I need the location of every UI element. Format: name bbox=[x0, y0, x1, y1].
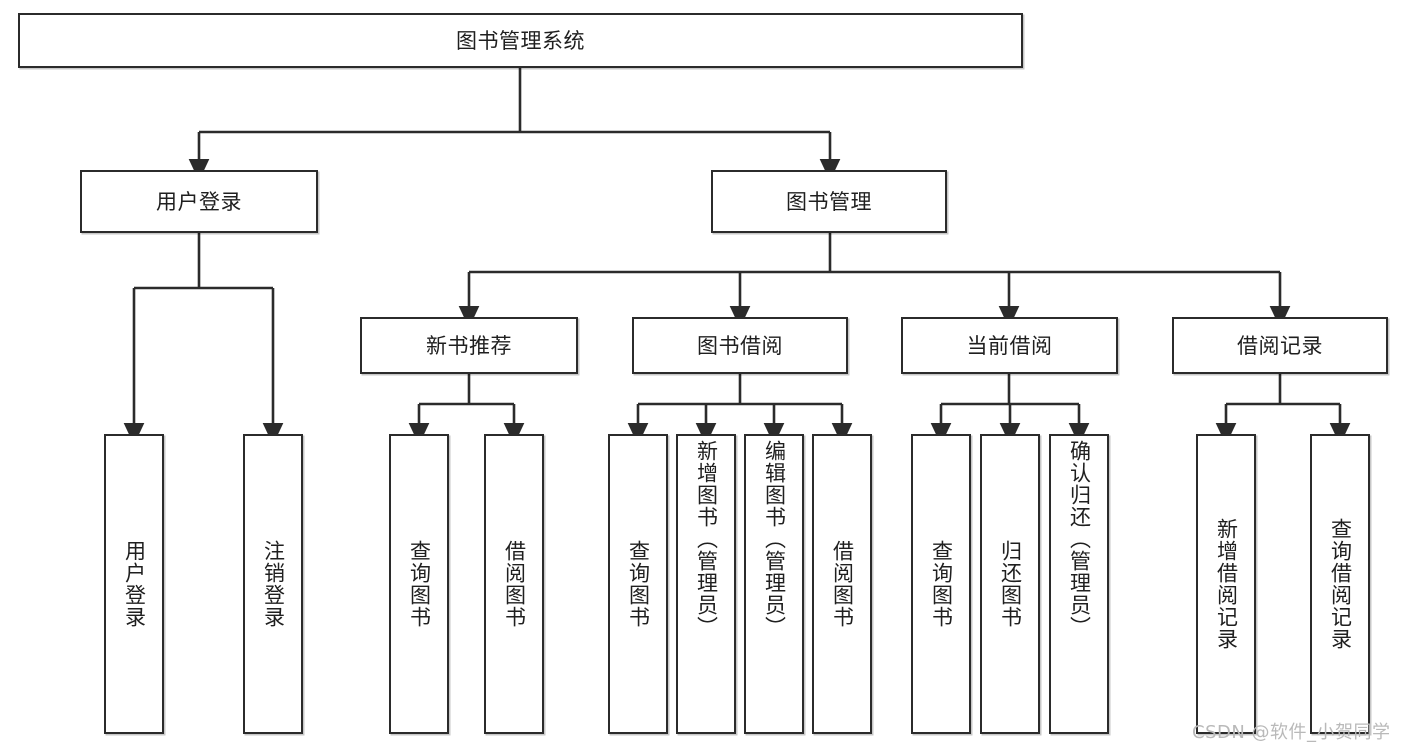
leaf-confirm-return-admin-label: 确认归还（管理员） bbox=[1067, 440, 1092, 638]
leaf-borrow-book-newbook[interactable]: 借阅图书 bbox=[484, 434, 544, 734]
leaf-return-book-label: 归还图书 bbox=[998, 540, 1023, 628]
leaf-user-login-label: 用户登录 bbox=[122, 540, 147, 628]
node-book-borrow-label: 图书借阅 bbox=[697, 333, 783, 358]
node-root-label: 图书管理系统 bbox=[456, 28, 585, 53]
leaf-query-book-newbook-label: 查询图书 bbox=[407, 540, 432, 628]
leaf-add-book-admin-label: 新增图书（管理员） bbox=[694, 440, 719, 638]
leaf-query-book-current[interactable]: 查询图书 bbox=[911, 434, 971, 734]
leaf-borrow-book-newbook-label: 借阅图书 bbox=[502, 540, 527, 628]
node-new-book-recommend-label: 新书推荐 bbox=[426, 333, 512, 358]
node-borrow-records[interactable]: 借阅记录 bbox=[1172, 317, 1388, 374]
node-user-login-label: 用户登录 bbox=[156, 189, 242, 214]
node-book-borrow[interactable]: 图书借阅 bbox=[632, 317, 848, 374]
leaf-borrow-book-borrow-label: 借阅图书 bbox=[830, 540, 855, 628]
leaf-edit-book-admin-label: 编辑图书（管理员） bbox=[762, 440, 787, 638]
leaf-query-book-borrow-label: 查询图书 bbox=[626, 540, 651, 628]
leaf-query-book-borrow[interactable]: 查询图书 bbox=[608, 434, 668, 734]
node-new-book-recommend[interactable]: 新书推荐 bbox=[360, 317, 578, 374]
leaf-user-login-wrap: 用户登录 bbox=[106, 540, 162, 628]
leaf-return-book-wrap: 归还图书 bbox=[982, 540, 1038, 628]
leaf-query-book-current-wrap: 查询图书 bbox=[913, 540, 969, 628]
leaf-add-borrow-record[interactable]: 新增借阅记录 bbox=[1196, 434, 1256, 734]
leaf-logout[interactable]: 注销登录 bbox=[243, 434, 303, 734]
leaf-query-book-borrow-wrap: 查询图书 bbox=[610, 540, 666, 628]
leaf-logout-wrap: 注销登录 bbox=[245, 540, 301, 628]
leaf-add-borrow-record-label: 新增借阅记录 bbox=[1214, 518, 1239, 650]
leaf-query-borrow-record-wrap: 查询借阅记录 bbox=[1312, 518, 1368, 650]
node-current-borrow[interactable]: 当前借阅 bbox=[901, 317, 1118, 374]
node-book-management[interactable]: 图书管理 bbox=[711, 170, 947, 233]
leaf-query-book-newbook-wrap: 查询图书 bbox=[391, 540, 447, 628]
leaf-borrow-book-borrow[interactable]: 借阅图书 bbox=[812, 434, 872, 734]
leaf-query-borrow-record-label: 查询借阅记录 bbox=[1328, 518, 1353, 650]
leaf-edit-book-admin[interactable]: 编辑图书（管理员） bbox=[744, 434, 804, 734]
leaf-logout-label: 注销登录 bbox=[261, 540, 286, 628]
leaf-query-book-newbook[interactable]: 查询图书 bbox=[389, 434, 449, 734]
leaf-add-borrow-record-wrap: 新增借阅记录 bbox=[1198, 518, 1254, 650]
node-user-login[interactable]: 用户登录 bbox=[80, 170, 318, 233]
node-root-system[interactable]: 图书管理系统 bbox=[18, 13, 1023, 68]
leaf-add-book-admin-wrap: 新增图书（管理员） bbox=[678, 440, 734, 638]
node-borrow-records-label: 借阅记录 bbox=[1237, 333, 1323, 358]
leaf-query-book-current-label: 查询图书 bbox=[929, 540, 954, 628]
leaf-add-book-admin[interactable]: 新增图书（管理员） bbox=[676, 434, 736, 734]
leaf-borrow-book-borrow-wrap: 借阅图书 bbox=[814, 540, 870, 628]
leaf-confirm-return-admin[interactable]: 确认归还（管理员） bbox=[1049, 434, 1109, 734]
leaf-confirm-return-admin-wrap: 确认归还（管理员） bbox=[1051, 440, 1107, 638]
leaf-edit-book-admin-wrap: 编辑图书（管理员） bbox=[746, 440, 802, 638]
leaf-return-book[interactable]: 归还图书 bbox=[980, 434, 1040, 734]
leaf-borrow-book-newbook-wrap: 借阅图书 bbox=[486, 540, 542, 628]
leaf-user-login[interactable]: 用户登录 bbox=[104, 434, 164, 734]
leaf-query-borrow-record[interactable]: 查询借阅记录 bbox=[1310, 434, 1370, 734]
node-current-borrow-label: 当前借阅 bbox=[966, 333, 1053, 358]
node-book-management-label: 图书管理 bbox=[786, 189, 872, 214]
